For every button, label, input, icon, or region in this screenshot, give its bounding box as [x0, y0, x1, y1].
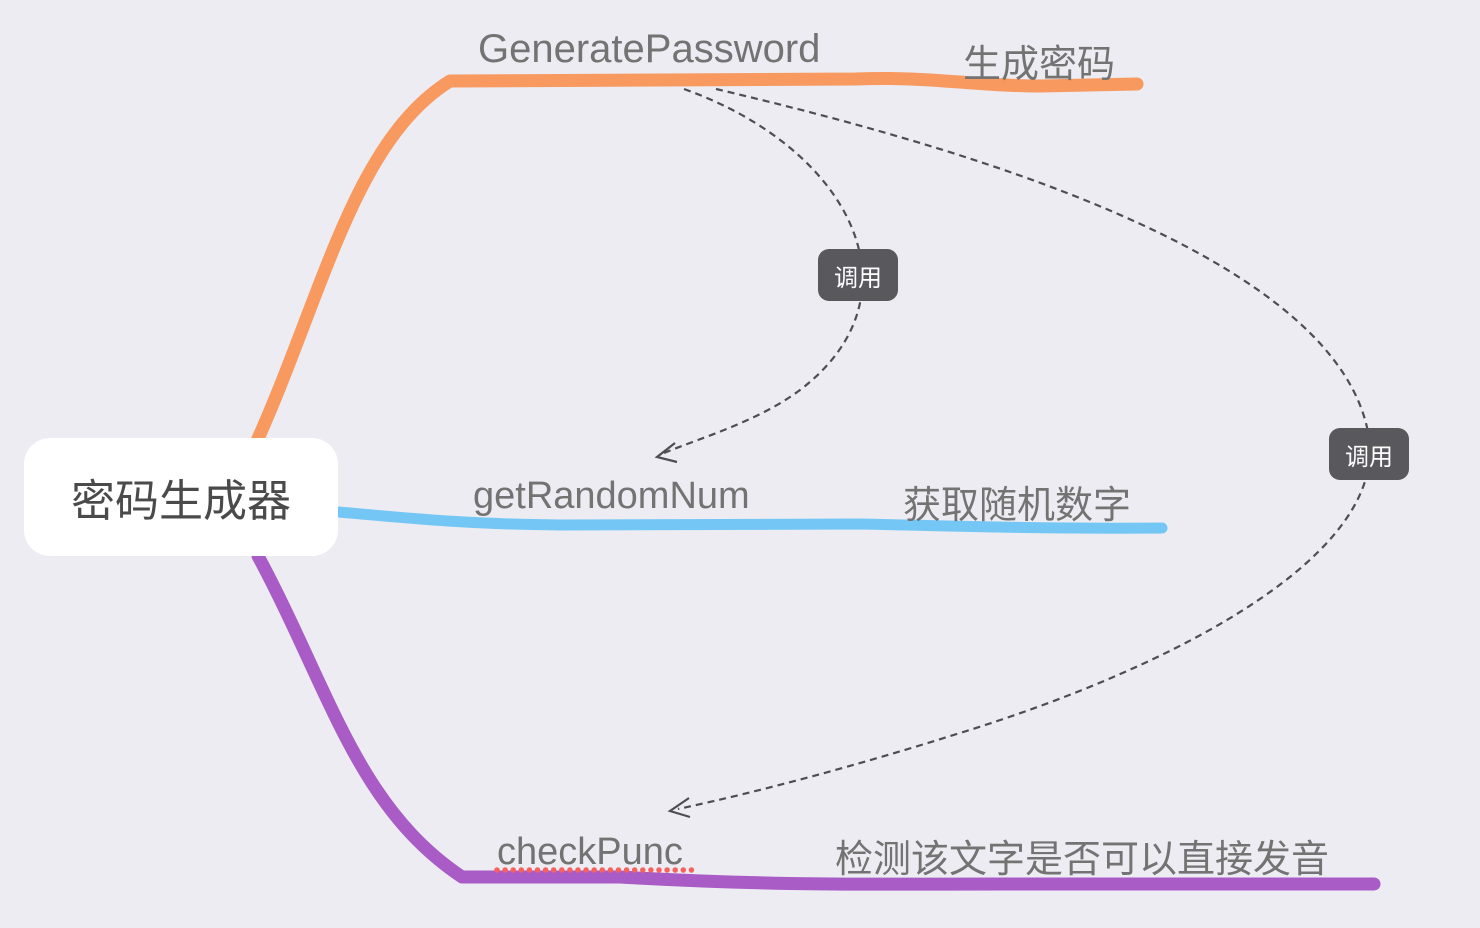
arrowhead-icon	[654, 442, 678, 464]
relationship-badge-call-2[interactable]: 调用	[1329, 428, 1409, 480]
topic-generate-password[interactable]: GeneratePassword	[478, 27, 821, 71]
topic-check-punc[interactable]: checkPunc	[497, 831, 683, 873]
child-topic-generate-password-label[interactable]: 生成密码	[963, 44, 1116, 86]
child-topic-check-punc-label[interactable]: 检测该文字是否可以直接发音	[835, 839, 1330, 881]
child-topic-get-random-num-label[interactable]: 获取随机数字	[903, 485, 1132, 527]
relationship-curve-call-checkpunc[interactable]	[677, 87, 1371, 811]
relationship-badge-call-1[interactable]: 调用	[818, 249, 898, 301]
topic-get-random-num[interactable]: getRandomNum	[473, 475, 750, 517]
arrowhead-icon	[667, 797, 691, 819]
root-node-password-generator[interactable]: 密码生成器	[24, 438, 338, 556]
relationship-curve-call-random[interactable]	[663, 87, 864, 455]
branch-line-check-punc[interactable]	[251, 549, 1381, 891]
branch-line-generate-password[interactable]	[245, 71, 1144, 459]
branch-line-get-random-num[interactable]	[332, 506, 1168, 534]
